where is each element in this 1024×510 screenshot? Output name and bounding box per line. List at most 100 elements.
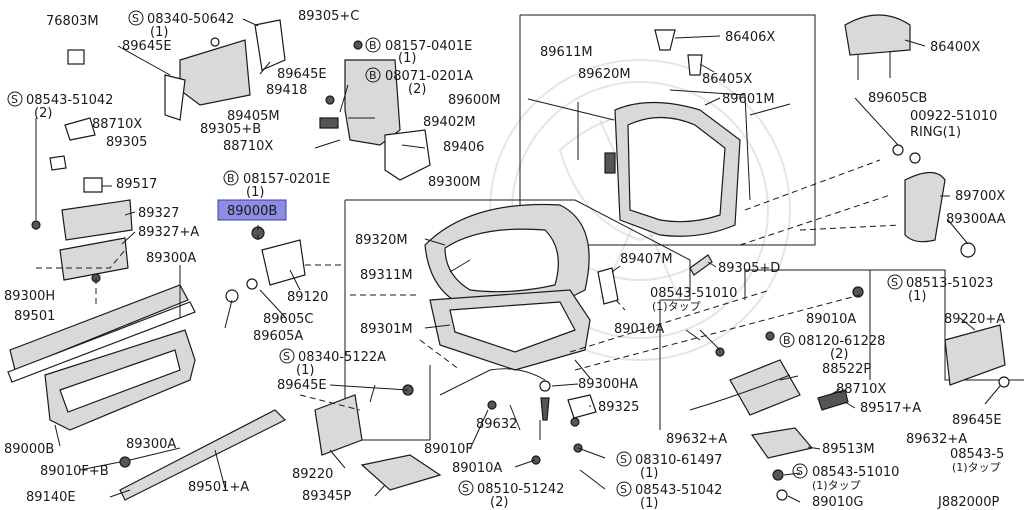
label-89406[interactable]: 89406	[443, 140, 484, 155]
b-mark: B	[369, 69, 377, 82]
label-tap: (1)タップ	[952, 461, 1001, 474]
label-89140E[interactable]: 89140E	[26, 490, 76, 505]
label-89700X[interactable]: 89700X	[955, 189, 1005, 204]
label-89305[interactable]: 89305	[106, 135, 147, 150]
label-89605C[interactable]: 89605C	[263, 312, 313, 327]
dashed-connectors	[36, 159, 901, 411]
label-89645E-right[interactable]: 89645E	[952, 413, 1002, 428]
highlight-box	[217, 199, 287, 221]
label-88710X-b[interactable]: 88710X	[223, 139, 273, 154]
label-89010FB[interactable]: 89010F+B	[40, 464, 109, 479]
label-89010A-right[interactable]: 89010A	[806, 312, 856, 327]
label-89305B[interactable]: 89305+B	[200, 122, 261, 137]
label-89010G[interactable]: 89010G	[812, 495, 863, 510]
label-08071-0201A[interactable]: 08071-0201A	[385, 69, 473, 84]
label-qty: (2)	[490, 495, 508, 510]
label-qty: (2)	[830, 347, 848, 362]
label-86406X[interactable]: 86406X	[725, 30, 775, 45]
label-qty: (1)	[640, 496, 658, 510]
s-mark: S	[796, 465, 803, 478]
label-08543-51042[interactable]: 08543-51042	[26, 93, 113, 108]
label-88710X-a[interactable]: 88710X	[92, 117, 142, 132]
label-89301M[interactable]: 89301M	[360, 322, 413, 337]
s-mark: S	[283, 350, 290, 363]
assembly-boxes	[344, 14, 1024, 441]
label-89320M[interactable]: 89320M	[355, 233, 408, 248]
label-89300H[interactable]: 89300H	[4, 289, 55, 304]
label-89325[interactable]: 89325	[598, 400, 639, 415]
label-89305D[interactable]: 89305+D	[718, 261, 780, 276]
label-89645E-mid[interactable]: 89645E	[277, 67, 327, 82]
label-89300HA[interactable]: 89300HA	[578, 377, 638, 392]
label-00922-51010[interactable]: 00922-51010	[910, 109, 997, 124]
label-89311M[interactable]: 89311M	[360, 268, 413, 283]
label-89601M[interactable]: 89601M	[722, 92, 775, 107]
label-08120-61228[interactable]: 08120-61228	[798, 334, 885, 349]
label-tap: (1)タップ	[652, 300, 701, 313]
label-qty: (1)	[296, 363, 314, 378]
label-89327[interactable]: 89327	[138, 206, 179, 221]
label-89220A[interactable]: 89220+A	[944, 312, 1005, 327]
label-89632[interactable]: 89632	[476, 417, 517, 432]
label-86400X[interactable]: 86400X	[930, 40, 980, 55]
label-08543-51010-a[interactable]: 08543-51010	[650, 286, 737, 301]
label-qty: (1)	[150, 25, 168, 40]
label-89327A[interactable]: 89327+A	[138, 225, 199, 240]
label-89501A[interactable]: 89501+A	[188, 480, 249, 495]
label-88710X-c[interactable]: 88710X	[836, 382, 886, 397]
label-89611M[interactable]: 89611M	[540, 45, 593, 60]
label-89120[interactable]: 89120	[287, 290, 328, 305]
label-08340-50642[interactable]: 08340-50642	[147, 12, 234, 27]
label-08543-51042-b[interactable]: 08543-51042	[635, 483, 722, 498]
label-89300A-b[interactable]: 89300A	[126, 437, 176, 452]
label-89645E-low[interactable]: 89645E	[277, 378, 327, 393]
label-88522P[interactable]: 88522P	[822, 362, 871, 377]
s-mark: S	[11, 93, 18, 106]
label-qty: (2)	[408, 82, 426, 97]
label-08543-51010-b[interactable]: 08543-51010	[812, 465, 899, 480]
label-89000B-low[interactable]: 89000B	[4, 442, 54, 457]
label-89220[interactable]: 89220	[292, 467, 333, 482]
label-08310-61497[interactable]: 08310-61497	[635, 453, 722, 468]
label-08340-5122A[interactable]: 08340-5122A	[298, 350, 386, 365]
label-08513-51023[interactable]: 08513-51023	[906, 276, 993, 291]
s-mark: S	[132, 12, 139, 25]
label-89407M[interactable]: 89407M	[620, 252, 673, 267]
part-labels: 76803M S 08340-50642 (1) 89645E 89305+C …	[4, 9, 1006, 510]
label-89517A[interactable]: 89517+A	[860, 401, 921, 416]
label-86405X[interactable]: 86405X	[702, 72, 752, 87]
s-mark: S	[891, 276, 898, 289]
label-89345P[interactable]: 89345P	[302, 489, 351, 504]
label-08157-0401E[interactable]: 08157-0401E	[385, 39, 472, 54]
label-89402M[interactable]: 89402M	[423, 115, 476, 130]
label-89418[interactable]: 89418	[266, 83, 307, 98]
part-shapes	[7, 14, 1010, 501]
label-89605CB[interactable]: 89605CB	[868, 91, 927, 106]
label-89300A-a[interactable]: 89300A	[146, 251, 196, 266]
label-89000B-highlight[interactable]: 89000B	[227, 204, 277, 219]
label-89010A-low[interactable]: 89010A	[452, 461, 502, 476]
label-89305C[interactable]: 89305+C	[298, 9, 359, 24]
label-89513M[interactable]: 89513M	[822, 442, 875, 457]
s-mark: S	[620, 453, 627, 466]
label-89517[interactable]: 89517	[116, 177, 157, 192]
label-89620M[interactable]: 89620M	[578, 67, 631, 82]
label-89300AA[interactable]: 89300AA	[946, 212, 1006, 227]
label-89300M[interactable]: 89300M	[428, 175, 481, 190]
label-08543-5[interactable]: 08543-5	[950, 447, 1004, 462]
label-89605A[interactable]: 89605A	[253, 329, 303, 344]
label-89632A-a[interactable]: 89632+A	[666, 432, 727, 447]
label-tap: (1)タップ	[812, 479, 861, 492]
label-89645E-top[interactable]: 89645E	[122, 39, 172, 54]
label-89600M[interactable]: 89600M	[448, 93, 501, 108]
label-89010F[interactable]: 89010F	[424, 442, 473, 457]
label-76803M[interactable]: 76803M	[46, 14, 99, 29]
label-89405M[interactable]: 89405M	[227, 109, 280, 124]
label-08157-0201E[interactable]: 08157-0201E	[243, 172, 330, 187]
s-mark: S	[620, 483, 627, 496]
label-89501[interactable]: 89501	[14, 309, 55, 324]
label-08510-51242[interactable]: 08510-51242	[477, 482, 564, 497]
label-89010A-mid[interactable]: 89010A	[614, 322, 664, 337]
label-89632A-b[interactable]: 89632+A	[906, 432, 967, 447]
